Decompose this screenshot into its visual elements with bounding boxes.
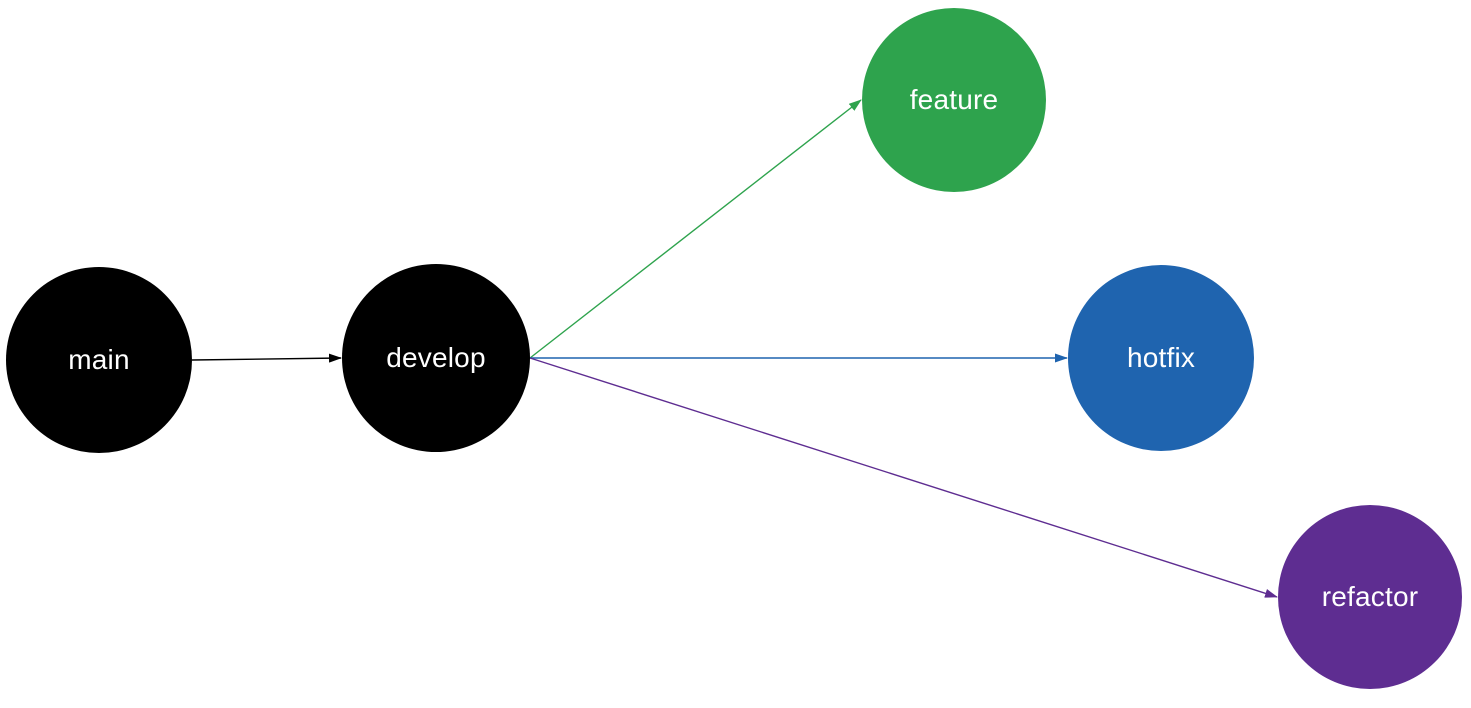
node-refactor[interactable]: refactor xyxy=(1278,505,1462,689)
node-feature[interactable]: feature xyxy=(862,8,1046,192)
edge-main-to-develop[interactable] xyxy=(191,353,342,363)
node-hotfix-label: hotfix xyxy=(1126,342,1196,373)
node-hotfix[interactable]: hotfix xyxy=(1068,265,1254,451)
edge-develop-to-feature[interactable] xyxy=(529,99,862,359)
node-develop[interactable]: develop xyxy=(342,264,530,452)
edge-develop-to-refactor[interactable] xyxy=(529,357,1278,598)
node-feature-label: feature xyxy=(909,84,999,115)
node-refactor-label: refactor xyxy=(1321,581,1419,612)
node-main-label: main xyxy=(68,344,130,375)
node-develop-label: develop xyxy=(386,342,486,373)
node-main[interactable]: main xyxy=(6,267,192,453)
